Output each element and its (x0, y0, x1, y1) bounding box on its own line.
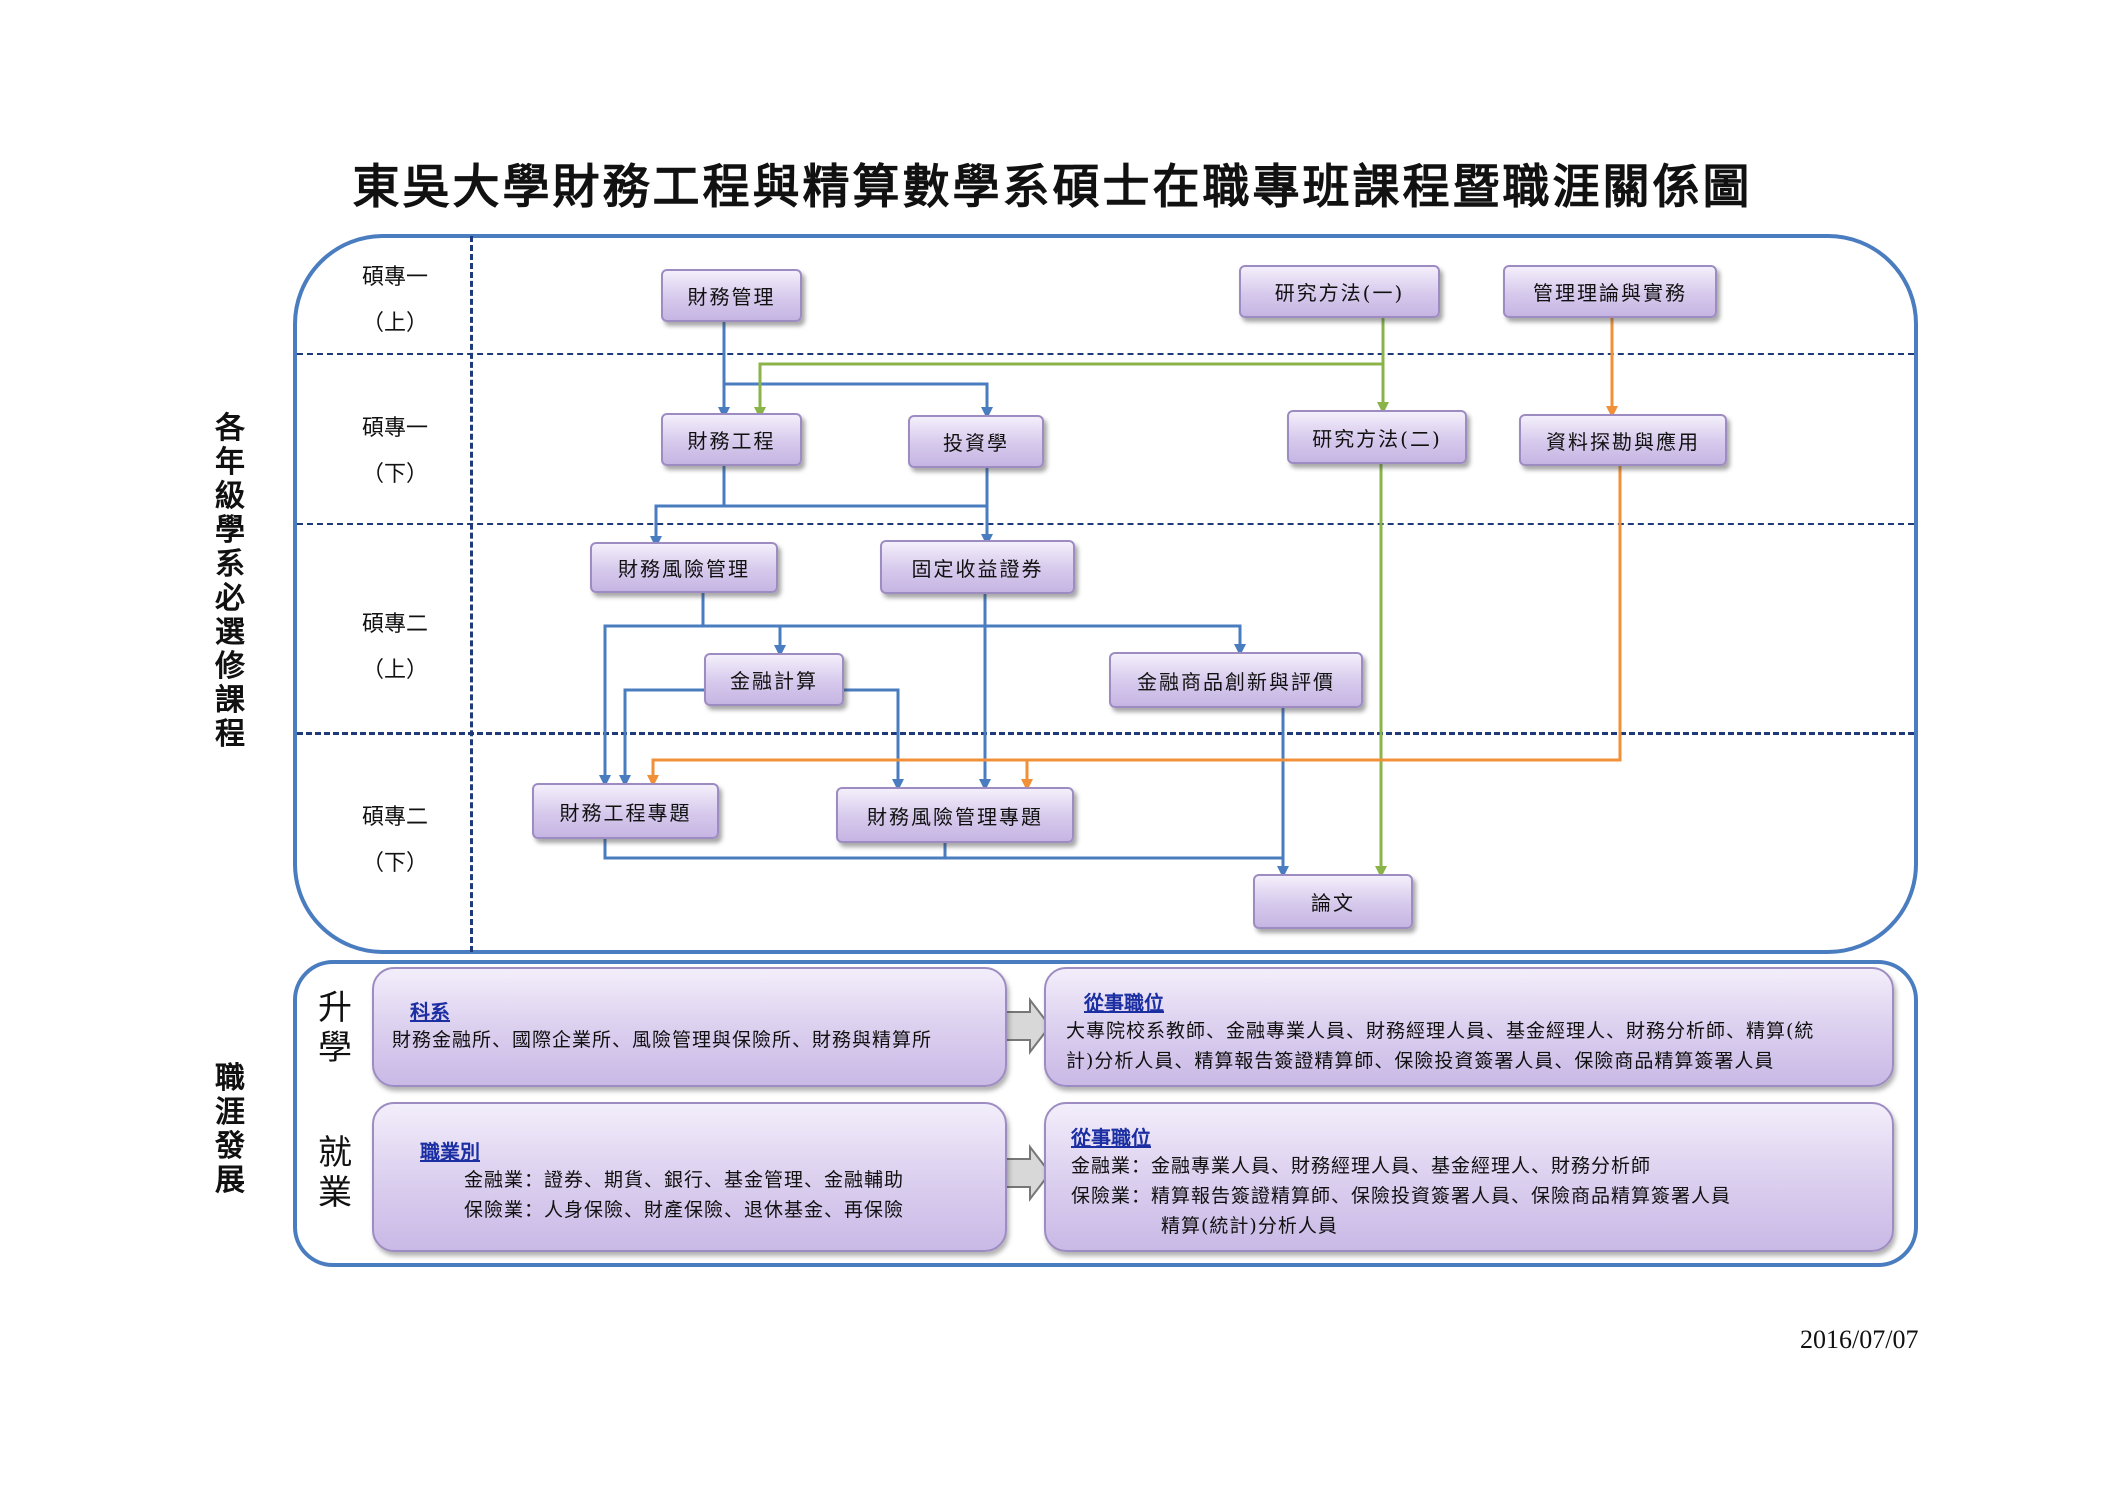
semester-year: 碩專一 (361, 265, 428, 290)
course-thesis: 論文 (1253, 874, 1413, 929)
career-label-employment: 就業 (318, 1133, 352, 1213)
further-study-departments-box: 科系 財務金融所、國際企業所、風險管理與保險所、財務與精算所 (372, 967, 1007, 1087)
semester-term: （上） (361, 658, 428, 683)
semester-year: 碩專一 (361, 416, 428, 441)
course-research-methods-1: 研究方法(一) (1239, 265, 1440, 318)
flow-projects-to-thesis (603, 839, 1283, 860)
course-data-mining: 資料探勘與應用 (1519, 414, 1727, 466)
employment-jobs-line2: 保險業：精算報告簽證精算師、保險投資簽署人員、保險商品精算簽署人員 (1071, 1185, 1732, 1207)
employment-jobs-heading: 從事職位 (1071, 1126, 1151, 1150)
semester-label-3: 碩專二 （上） (335, 602, 455, 694)
arrow-employ-to-jobs (1004, 1144, 1052, 1202)
employment-jobs-box: 從事職位 金融業：金融專業人員、財務經理人員、基金經理人、財務分析師 保險業：精… (1044, 1102, 1894, 1252)
course-financial-computing: 金融計算 (704, 653, 844, 706)
industries-line2: 保險業：人身保險、財產保險、退休基金、再保險 (464, 1199, 905, 1221)
employment-industries-box: 職業別 金融業：證券、期貨、銀行、基金管理、金融輔助 保險業：人身保險、財產保險… (372, 1102, 1007, 1252)
flow-frm-to-feproj (599, 624, 703, 787)
further-study-jobs-box: 從事職位 大專院校系教師、金融專業人員、財務經理人員、基金經理人、財務分析師、精… (1044, 967, 1894, 1087)
course-fe-project: 財務工程專題 (532, 783, 719, 839)
semester-term: （下） (361, 851, 428, 876)
semester-term: （上） (361, 311, 428, 336)
flow-frm-to-fc (701, 593, 786, 657)
career-arrows (1004, 997, 1052, 1202)
flow-dm-to-projects (647, 466, 1622, 787)
employment-jobs-line3: 精算(統計)分析人員 (1161, 1215, 1338, 1237)
course-financial-risk-management: 財務風險管理 (590, 542, 778, 593)
course-frm-project: 財務風險管理專題 (836, 787, 1074, 843)
semester-term: （下） (361, 462, 428, 487)
employment-jobs-line1: 金融業：金融專業人員、財務經理人員、基金經理人、財務分析師 (1071, 1155, 1652, 1177)
semester-year: 碩專二 (361, 612, 428, 637)
semester-label-2: 碩專一 （下） (335, 406, 455, 498)
arrow-study-to-jobs (1004, 997, 1052, 1055)
section-label-career: 職涯發展 (215, 1061, 245, 1198)
date-stamp: 2016/07/07 (1800, 1325, 1919, 1354)
course-product-innovation: 金融商品創新與評價 (1109, 652, 1363, 708)
page-title: 東吳大學財務工程與精算數學系碩士在職專班課程暨職涯關係圖 (352, 160, 1753, 215)
section-label-courses: 各年級學系必選修課程 (215, 411, 245, 752)
course-fixed-income: 固定收益證券 (880, 540, 1075, 594)
flow-fc-to-frmproj (844, 688, 904, 791)
course-management-theory: 管理理論與實務 (1503, 265, 1717, 318)
semester-column-divider (470, 236, 473, 952)
semester-label-1: 碩專一 （上） (335, 255, 455, 347)
row-divider-3 (297, 732, 1914, 735)
flow-fc-to-feproj (619, 688, 704, 787)
flow-fe-to-frm (650, 466, 726, 548)
flow-frm-to-innov (780, 624, 1246, 656)
flow-rm1-to-fe (754, 362, 1383, 419)
further-study-jobs-line1: 大專院校系教師、金融專業人員、財務經理人員、基金經理人、財務分析師、精算(統 (1066, 1020, 1815, 1042)
course-financial-management: 財務管理 (661, 269, 802, 322)
departments-text: 財務金融所、國際企業所、風險管理與保險所、財務與精算所 (392, 1029, 933, 1051)
row-divider-2 (297, 523, 1914, 525)
course-investments: 投資學 (908, 415, 1044, 468)
semester-year: 碩專二 (361, 805, 428, 830)
industries-line1: 金融業：證券、期貨、銀行、基金管理、金融輔助 (464, 1169, 905, 1191)
further-study-jobs-line2: 計)分析人員、精算報告簽證精算師、保險投資簽署人員、保險商品精算簽署人員 (1066, 1050, 1775, 1072)
departments-heading: 科系 (410, 1000, 450, 1024)
flow-fm-to-invest (724, 382, 993, 419)
career-label-further-study: 升學 (318, 988, 352, 1068)
semester-label-4: 碩專二 （下） (335, 795, 455, 887)
row-divider-1 (297, 353, 1914, 355)
further-study-jobs-heading: 從事職位 (1084, 991, 1164, 1015)
course-financial-engineering: 財務工程 (661, 413, 802, 466)
course-research-methods-2: 研究方法(二) (1287, 410, 1467, 464)
industries-heading: 職業別 (420, 1140, 480, 1164)
